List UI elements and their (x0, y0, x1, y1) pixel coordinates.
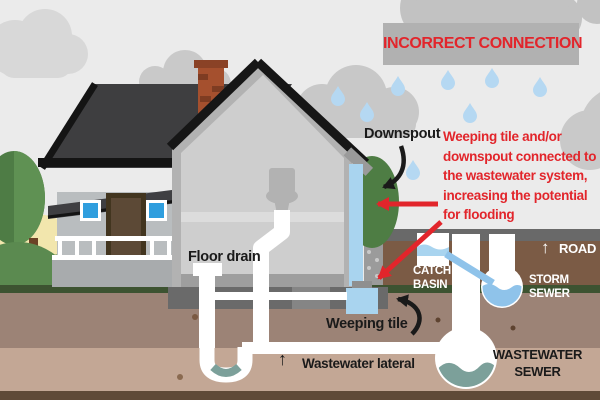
catch-basin-label: CATCH BASIN (413, 265, 451, 291)
annotation-arrows (376, 145, 443, 336)
porch-railing (52, 236, 234, 261)
roof-edge-left (166, 58, 262, 151)
roof-edge-right (254, 58, 370, 167)
weeping-tile-cap (352, 281, 372, 289)
house-cutaway (166, 58, 370, 287)
floor-divider (181, 212, 344, 222)
downspout-arrow (382, 145, 406, 190)
cloud-icon-left (0, 9, 88, 78)
downspout-pipe (349, 164, 363, 286)
floor-drain-inlet (193, 263, 222, 276)
red-arrow-to-weeping-tile (377, 220, 443, 280)
wastewater-riser (452, 234, 480, 336)
catch-basin-water (417, 244, 449, 256)
soil-bottom (0, 391, 600, 400)
wastewater-lateral-label: Wastewater lateral (302, 356, 415, 371)
door (111, 198, 141, 262)
wastewater-lateral-up-arrow-icon: ↑ (278, 349, 287, 369)
downspout-elbow (343, 147, 374, 176)
catch-basin-stream (444, 251, 495, 286)
window (149, 203, 164, 218)
weeping-tile-box (346, 288, 378, 314)
window (83, 203, 98, 218)
downspout-label: Downspout (364, 126, 441, 142)
cutaway-interior (181, 75, 344, 287)
trap-water (210, 363, 242, 377)
annotation-text: Weeping tile and/or downspout connected … (443, 129, 597, 222)
storm-sewer-water (482, 284, 522, 307)
weeping-tile-arrow (396, 294, 422, 336)
toilet-stack (253, 210, 290, 347)
storm-sewer-label: STORM SEWER (529, 274, 570, 300)
wastewater-sewer-label: WASTEWATER SEWER (492, 347, 583, 379)
sewer-structures (417, 233, 523, 389)
road-label: ROAD (559, 241, 597, 256)
floor-drain-label: Floor drain (188, 249, 261, 265)
wastewater-sewer-water (437, 362, 495, 387)
soil-lower (0, 348, 600, 391)
title-banner: INCORRECT CONNECTION (383, 23, 583, 65)
road-up-arrow-icon: ↑ (541, 238, 550, 257)
weeping-tile-label: Weeping tile (326, 316, 408, 332)
cloud-icon-right-edge (560, 92, 600, 170)
